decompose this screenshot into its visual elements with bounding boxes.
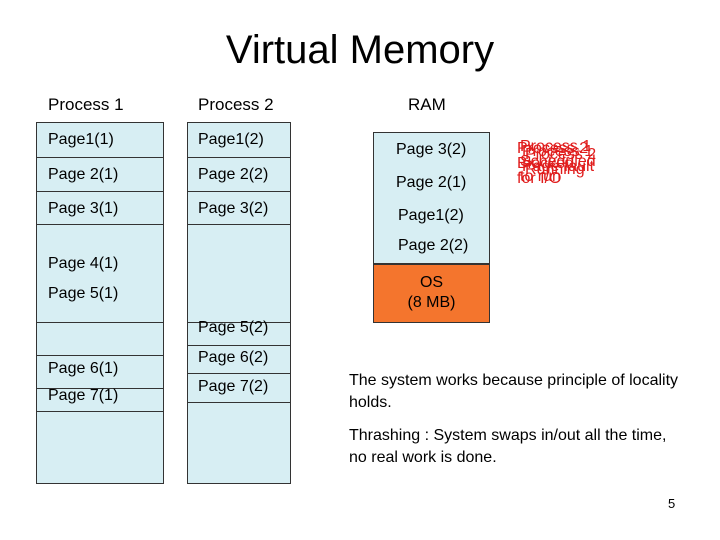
process2-header: Process 2 (198, 95, 274, 114)
os-label: OS (419, 274, 444, 291)
process1-header: Process 1 (48, 95, 124, 114)
slide-title: Virtual Memory (225, 28, 495, 72)
ram-frame-3: Page1(2) (398, 207, 464, 224)
ram-frame-4: Page 2(2) (398, 237, 469, 254)
process2-page-5: Page 5(2) (198, 319, 269, 336)
process2-page-2: Page 2(2) (198, 166, 269, 183)
process2-page-3: Page 3(2) (198, 200, 269, 217)
ram-frames: Page 3(2) Page 2(1) Page1(2) Page 2(2) (373, 132, 490, 264)
ram-frame-2: Page 2(1) (396, 174, 467, 191)
slide-number: 5 (668, 496, 676, 511)
process1-page-4: Page 4(1) (48, 255, 119, 272)
process1-page-6: Page 6(1) (48, 360, 119, 377)
process1-address-space: Page1(1) Page 2(1) Page 3(1) Page 4(1) P… (36, 122, 164, 484)
process1-page-2: Page 2(1) (48, 166, 119, 183)
os-size: (8 MB) (407, 294, 456, 311)
os-region: OS (8 MB) (373, 264, 490, 323)
process2-page-7: Page 7(2) (198, 378, 269, 395)
ram-header: RAM (408, 95, 446, 114)
process2-page-1: Page1(2) (198, 131, 264, 148)
process2-address-space: Page1(2) Page 2(2) Page 3(2) Page 5(2) P… (187, 122, 291, 484)
ram-frame-1: Page 3(2) (396, 141, 467, 158)
process1-page-7: Page 7(1) (48, 387, 119, 404)
process1-page-5: Page 5(1) (48, 285, 119, 302)
process2-page-6: Page 6(2) (198, 349, 269, 366)
locality-note: The system works because principle of lo… (349, 372, 679, 411)
thrashing-note: Thrashing : System swaps in/out all the … (349, 427, 667, 466)
process1-page-1: Page1(1) (48, 131, 114, 148)
process1-page-3: Page 3(1) (48, 200, 119, 217)
